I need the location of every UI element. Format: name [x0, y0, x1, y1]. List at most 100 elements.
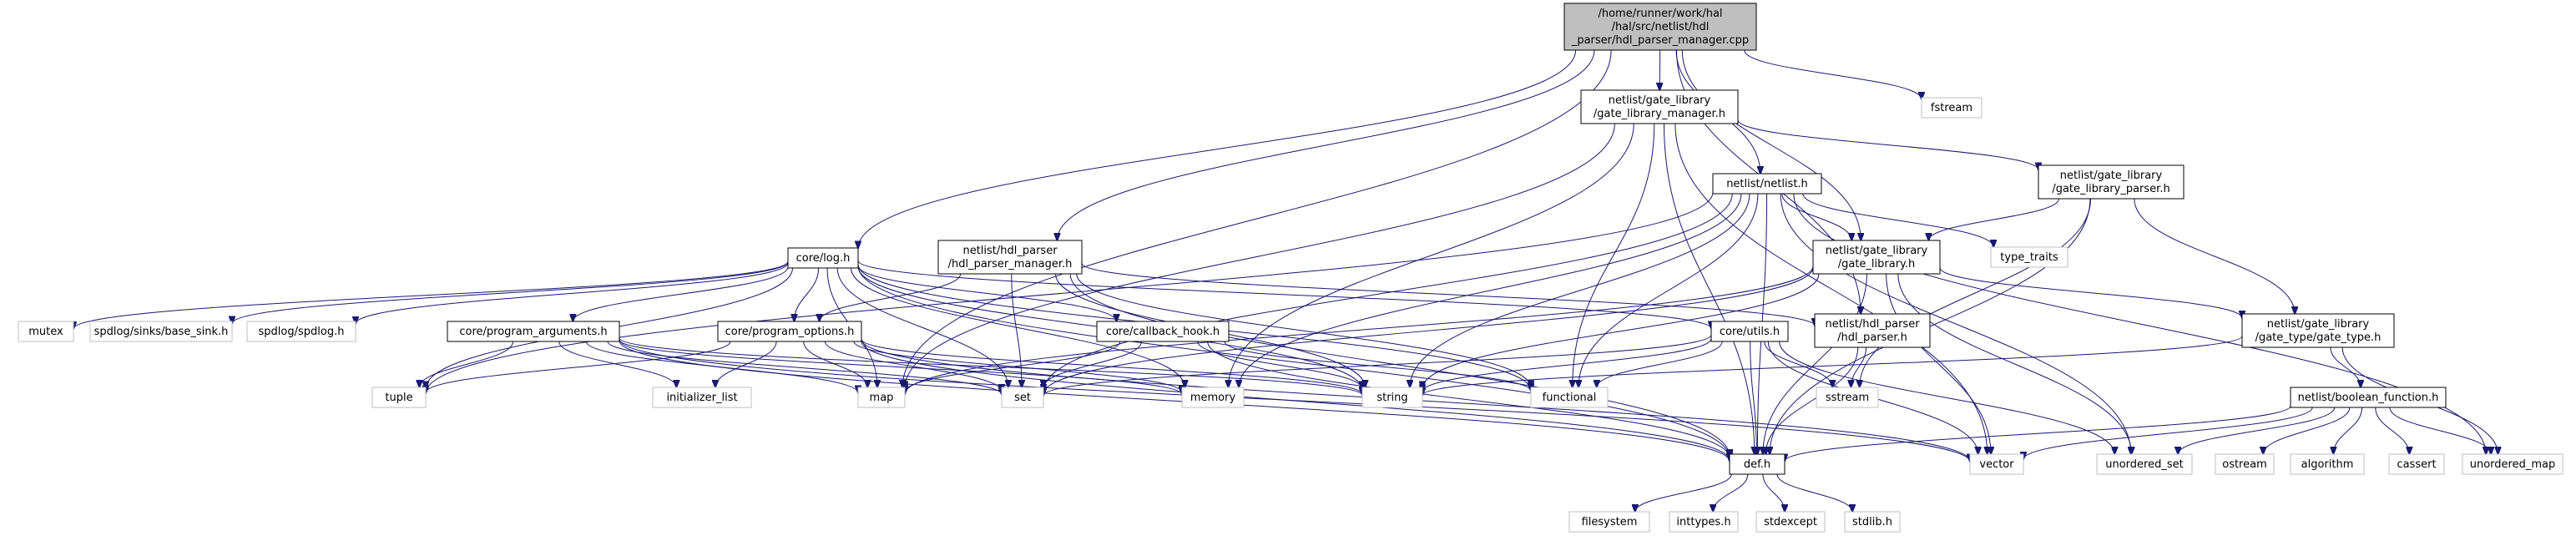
node-type_traits: type_traits [1990, 246, 2068, 268]
node-netlist[interactable]: netlist/netlist.h [1712, 173, 1822, 195]
node-vector-label-0: vector [1979, 458, 2014, 471]
node-set-box [1001, 387, 1044, 408]
edge-gl-to-string [1422, 273, 1820, 389]
edge-glm-to-glp [1737, 119, 2038, 170]
edge-glm-to-map [905, 123, 1615, 389]
node-def-label-0: def.h [1744, 458, 1770, 471]
node-pa-label-0: core/program_arguments.h [459, 326, 607, 338]
edge-def-to-stdlib [1776, 473, 1852, 512]
node-fstream-box [1921, 97, 1983, 119]
node-inttypes-label-0: inttypes.h [1676, 516, 1730, 528]
node-filesystem-label-0: filesystem [1582, 516, 1638, 528]
node-gt[interactable]: netlist/gate_library/gate_type/gate_type… [2241, 313, 2395, 348]
node-glm-label-1: /gate_library_manager.h [1594, 108, 1725, 120]
node-uset-label-0: unordered_set [2105, 458, 2183, 471]
edge-log-to-memory [851, 267, 1185, 387]
node-hp[interactable]: netlist/hdl_parser/hdl_parser.h [1814, 313, 1931, 348]
node-hp-label-1: /hdl_parser.h [1837, 331, 1907, 344]
edge-po-to-string [861, 338, 1362, 394]
edge-cb-to-def [1207, 341, 1730, 458]
node-hpm-label-1: /hdl_parser_manager.h [948, 258, 1073, 270]
edge-utils-to-uset [1779, 341, 2115, 454]
node-stdexcept-box [1755, 511, 1826, 533]
node-spdlog-box [246, 321, 356, 342]
node-gl-box [1812, 240, 1941, 275]
node-mutex-box [18, 321, 74, 342]
node-log-label-0: core/log.h [796, 252, 851, 265]
edge-netlist-to-type_traits [1802, 193, 1993, 247]
node-glp-label-1: /gate_library_parser.h [2052, 183, 2169, 195]
node-vector: vector [1969, 453, 2024, 475]
node-root-label-2: _parser/hdl_parser_manager.cpp [1571, 34, 1749, 47]
node-utils[interactable]: core/utils.h [1710, 321, 1789, 342]
edge-hpm-to-set [1011, 273, 1022, 387]
edge-bf-to-uset [2178, 407, 2336, 454]
node-cb-label-0: core/callback_hook.h [1106, 326, 1220, 338]
edge-pa-to-memory [619, 339, 1182, 394]
edge-hpm-to-functional [1076, 273, 1531, 387]
node-cb[interactable]: core/callback_hook.h [1096, 321, 1230, 342]
node-po-box [717, 321, 862, 342]
edge-log-to-mutex [73, 260, 789, 329]
node-hpm-label-0: netlist/hdl_parser [962, 245, 1058, 257]
node-ostream: ostream [2215, 453, 2275, 475]
node-po-label-0: core/program_options.h [725, 326, 855, 338]
edge-bf-to-ostream [2263, 407, 2351, 454]
node-tuple-label-0: tuple [385, 392, 412, 404]
node-pa[interactable]: core/program_arguments.h [447, 321, 620, 342]
edge-netlist-to-tuple [426, 192, 1714, 393]
node-umap: unordered_map [2462, 453, 2563, 475]
node-spdlog-label-0: spdlog/spdlog.h [259, 326, 345, 338]
edge-log-to-cb [857, 265, 1117, 321]
node-gt-label-1: /gate_type/gate_type.h [2255, 331, 2382, 344]
node-spdlog: spdlog/spdlog.h [246, 321, 356, 342]
node-init_list-box [652, 387, 752, 408]
edge-def-to-filesystem [1635, 473, 1732, 512]
node-string: string [1361, 387, 1423, 408]
node-gt-box [2241, 313, 2395, 348]
edge-log-to-def [857, 265, 1730, 458]
node-ostream-label-0: ostream [2222, 458, 2267, 471]
node-log[interactable]: core/log.h [787, 247, 859, 269]
edge-gt-to-string [1422, 336, 2243, 396]
node-filesystem-box [1568, 511, 1650, 533]
edge-gl-to-map [905, 265, 1814, 394]
edge-glm-to-functional [1573, 123, 1655, 387]
node-stdlib-box [1844, 511, 1901, 533]
node-type_traits-box [1990, 246, 2068, 268]
node-gt-label-0: netlist/gate_library [2267, 318, 2370, 331]
node-umap-box [2462, 453, 2563, 475]
edge-bf-to-cassert [2375, 407, 2410, 454]
node-po[interactable]: core/program_options.h [717, 321, 862, 342]
node-stdexcept: stdexcept [1755, 511, 1826, 533]
node-filesystem: filesystem [1568, 511, 1650, 533]
edge-utils-to-set [1043, 334, 1712, 396]
edge-gl-to-def [1763, 273, 1867, 454]
edge-def-to-stdexcept [1762, 473, 1785, 512]
node-mutex: mutex [18, 321, 74, 342]
node-hpm[interactable]: netlist/hdl_parser/hdl_parser_manager.h [937, 240, 1083, 275]
node-bf[interactable]: netlist/boolean_function.h [2290, 387, 2447, 408]
edge-root-to-fstream [1744, 49, 1922, 99]
node-utils-box [1710, 321, 1789, 342]
node-glm[interactable]: netlist/gate_library/gate_library_manage… [1580, 89, 1739, 124]
node-glp[interactable]: netlist/gate_library/gate_library_parser… [2038, 164, 2185, 200]
node-netlist-box [1712, 173, 1822, 195]
edge-cb-to-map [905, 341, 1121, 392]
node-root-label-0: /home/runner/work/hal [1598, 8, 1722, 20]
edge-pa-to-set [607, 341, 1002, 395]
node-map-label-0: map [870, 392, 894, 404]
node-gl[interactable]: netlist/gate_library/gate_library.h [1812, 240, 1941, 275]
node-root[interactable]: /home/runner/work/hal/hal/src/netlist/hd… [1563, 3, 1757, 51]
edge-gl-to-vector [1886, 273, 1991, 454]
edge-gt-to-bf [2330, 346, 2361, 387]
edge-log-to-spdlog [356, 262, 789, 324]
node-vector-box [1969, 453, 2024, 475]
node-functional: functional [1530, 387, 1609, 408]
edge-log-to-set [836, 267, 1008, 387]
node-def[interactable]: def.h [1729, 453, 1786, 475]
node-functional-label-0: functional [1543, 392, 1597, 404]
edge-utils-to-sstream [1764, 341, 1832, 387]
node-cassert-label-0: cassert [2397, 458, 2436, 471]
